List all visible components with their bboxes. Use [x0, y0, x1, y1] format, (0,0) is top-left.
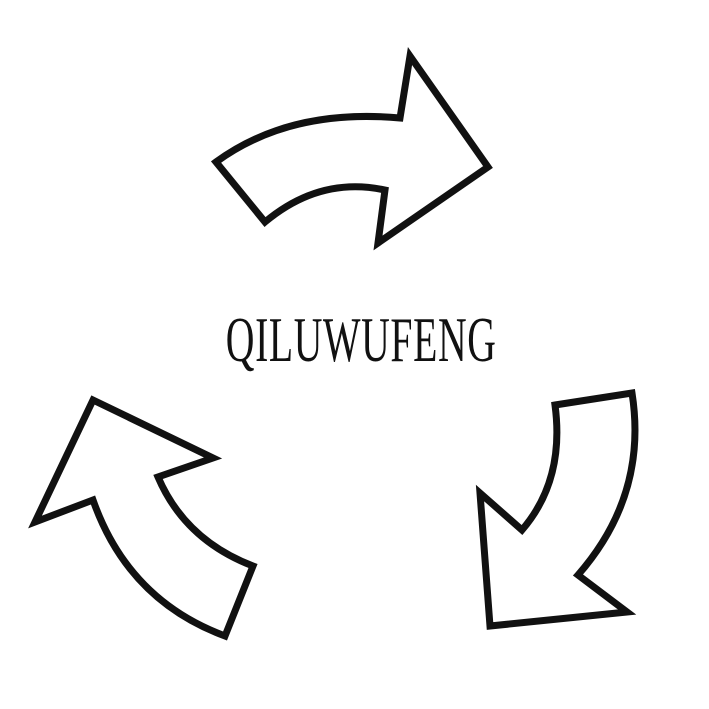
arrow-top-icon: [210, 46, 493, 251]
arrow-left-icon: [28, 395, 258, 641]
arrow-right-icon: [475, 389, 639, 630]
brand-name: QILUWUFENG: [225, 304, 497, 375]
